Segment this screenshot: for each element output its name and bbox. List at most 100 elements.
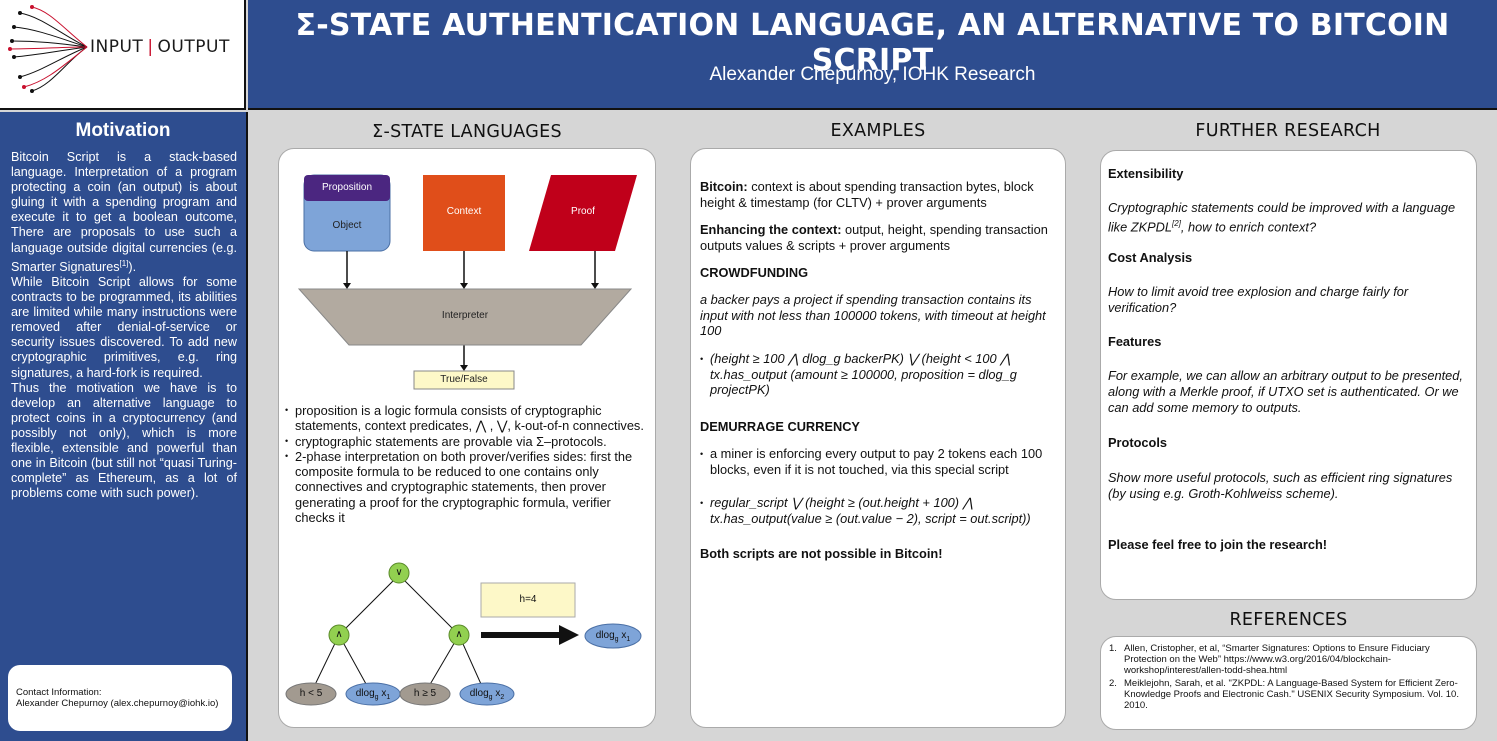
and-node-right <box>448 624 470 646</box>
crowdfunding-desc: a backer pays a project if spending tran… <box>700 292 1046 339</box>
logo-panel: INPUT|OUTPUT <box>0 0 246 110</box>
interpreter-diagram <box>297 174 637 390</box>
motivation-p1: Bitcoin Script is a stack-based language… <box>11 150 237 275</box>
motivation-p3: Thus the motivation we have is to develo… <box>11 380 237 501</box>
motivation-heading: Motivation <box>75 120 171 141</box>
cost-heading: Cost Analysis <box>1108 250 1193 265</box>
contact-label: Contact Information: <box>16 687 102 698</box>
reference-number: 1. <box>1109 643 1117 654</box>
reference-number: 2. <box>1109 677 1117 689</box>
bitcoin-context: Bitcoin: context is about spending trans… <box>700 179 1058 210</box>
reference-text: Meiklejohn, Sarah, et al. "ZKPDL: A Lang… <box>1124 677 1459 712</box>
and-node-left <box>328 624 350 646</box>
ref-marker-2: [2] <box>1172 219 1181 228</box>
logo-output: OUTPUT <box>157 37 230 57</box>
result-box <box>413 370 515 390</box>
crowdfunding-code: (height ≥ 100 ⋀ dlog_g backerPK) ⋁ (heig… <box>700 351 1058 398</box>
leaf-label-4: dlogg x2 <box>460 688 514 701</box>
leaf-label-1: h < 5 <box>299 688 323 699</box>
protocols-text: Show more useful protocols, such as effi… <box>1108 470 1453 501</box>
result-node-dlog: dlog <box>595 630 615 641</box>
examples-panel: Bitcoin: context is about spending trans… <box>690 148 1066 728</box>
further-heading: FURTHER RESEARCH <box>1195 121 1381 141</box>
references-panel: 1. Allen, Cristopher, et al, “Smarter Sig… <box>1100 636 1477 730</box>
features-text: For example, we can allow an arbitrary o… <box>1108 368 1463 415</box>
result-node <box>584 623 642 649</box>
join-text: Please feel free to join the research! <box>1108 537 1328 552</box>
proposition-shape <box>304 175 390 201</box>
leaf-label-4-dlog: dlog <box>469 688 489 699</box>
interpreter-shape <box>297 288 633 346</box>
context-shape <box>423 175 505 251</box>
proof-label: Proof <box>571 206 595 217</box>
enhanced-label: Enhancing the context: <box>700 222 842 237</box>
sigma-bullet: proposition is a logic formula consists … <box>285 403 653 434</box>
enhanced-text: output, height, spending transaction out… <box>700 222 1048 253</box>
leaf-label-2-x: x <box>381 688 387 699</box>
proof-tree-diagram <box>285 562 642 706</box>
extensibility-text-2: , how to enrich context? <box>1180 219 1317 235</box>
leaf-node-4 <box>459 682 515 706</box>
sigma-bullet-list: proposition is a logic formula consists … <box>285 403 653 525</box>
cost-text: How to limit avoid tree explosion and ch… <box>1108 284 1409 315</box>
features-heading: Features <box>1108 334 1162 349</box>
result-node-sub: g <box>614 636 619 643</box>
leaf-label-2-sub: g <box>374 694 379 701</box>
leaf-label-4-xsub: 2 <box>500 694 505 701</box>
bitcoin-label: Bitcoin: <box>700 179 748 194</box>
examples-conclusion: Both scripts are not possible in Bitcoin… <box>700 546 943 561</box>
motivation-p1-end: ). <box>128 259 137 274</box>
leaf-label-4-x: x <box>495 688 501 699</box>
reference-item: 2. Meiklejohn, Sarah, et al. "ZKPDL: A La… <box>1109 678 1466 712</box>
or-symbol: ∨ <box>395 567 403 578</box>
reference-item: 1. Allen, Cristopher, et al, “Smarter Sig… <box>1109 643 1466 677</box>
further-panel: Extensibility Cryptographic statements c… <box>1100 150 1477 600</box>
object-label: Object <box>332 220 362 231</box>
motivation-p2: While Bitcoin Script allows for some con… <box>11 274 237 380</box>
title-banner: Σ-STATE AUTHENTICATION LANGUAGE, AN ALTE… <box>248 0 1497 110</box>
leaf-label-2-xsub: 1 <box>386 694 391 701</box>
interpreter-label: Interpreter <box>441 310 489 321</box>
motivation-column: Motivation Bitcoin Script is a stack-bas… <box>0 112 248 741</box>
and-symbol-left: ∧ <box>335 629 343 640</box>
demurrage-bullet-1: a miner is enforcing every output to pay… <box>700 446 1058 477</box>
or-node <box>388 562 410 584</box>
logo-input: INPUT <box>90 37 144 57</box>
logo-wordmark: INPUT|OUTPUT <box>90 37 230 57</box>
context-label: Context <box>446 206 482 217</box>
proposition-label: Proposition <box>321 182 373 193</box>
bitcoin-text: context is about spending transaction by… <box>700 179 1034 210</box>
leaf-label-2-dlog: dlog <box>355 688 375 699</box>
reference-list: 1. Allen, Cristopher, et al, “Smarter Sig… <box>1109 643 1466 711</box>
height-label: h=4 <box>519 594 537 605</box>
sigma-bullet: 2-phase interpretation on both prover/ve… <box>285 449 653 525</box>
leaf-label-3: h ≥ 5 <box>413 688 437 699</box>
demurrage-bullet-2: regular_script ⋁ (height ≥ (out.height +… <box>700 495 1058 526</box>
proof-shape <box>529 175 637 251</box>
references-heading: REFERENCES <box>1229 610 1348 630</box>
result-node-xsub: 1 <box>626 636 631 643</box>
reference-text: Allen, Cristopher, et al, “Smarter Signa… <box>1124 643 1430 677</box>
enhanced-context: Enhancing the context: output, height, s… <box>700 222 1058 253</box>
extensibility-heading: Extensibility <box>1108 166 1184 181</box>
motivation-p1-text: Bitcoin Script is a stack-based language… <box>11 150 237 274</box>
leaf-label-2: dlogg x1 <box>346 688 400 701</box>
leaf-node-1 <box>285 682 337 706</box>
contact-value: Alexander Chepurnoy (alex.chepurnoy@iohk… <box>16 698 219 709</box>
crowdfunding-heading: CROWDFUNDING <box>700 265 809 280</box>
ref-marker-1: [1] <box>119 258 129 268</box>
sigma-heading: Σ-STATE LANGUAGES <box>372 122 562 142</box>
examples-heading: EXAMPLES <box>830 121 926 141</box>
height-box <box>480 582 576 618</box>
sigma-bullet: cryptographic statements are provable vi… <box>285 434 653 450</box>
result-node-label: dlogg x1 <box>585 630 641 643</box>
protocols-heading: Protocols <box>1108 435 1168 450</box>
contact-box: Contact Information: Alexander Chepurnoy… <box>8 665 232 731</box>
result-label: True/False <box>440 374 488 385</box>
demurrage-heading: DEMURRAGE CURRENCY <box>700 419 860 434</box>
extensibility-text: Cryptographic statements could be improv… <box>1108 200 1468 235</box>
motivation-text: Bitcoin Script is a stack-based language… <box>11 150 237 501</box>
extensibility-text-1: Cryptographic statements could be improv… <box>1108 200 1456 235</box>
poster-title: Σ-STATE AUTHENTICATION LANGUAGE, AN ALTE… <box>295 8 1450 78</box>
result-node-x: x <box>621 630 627 641</box>
